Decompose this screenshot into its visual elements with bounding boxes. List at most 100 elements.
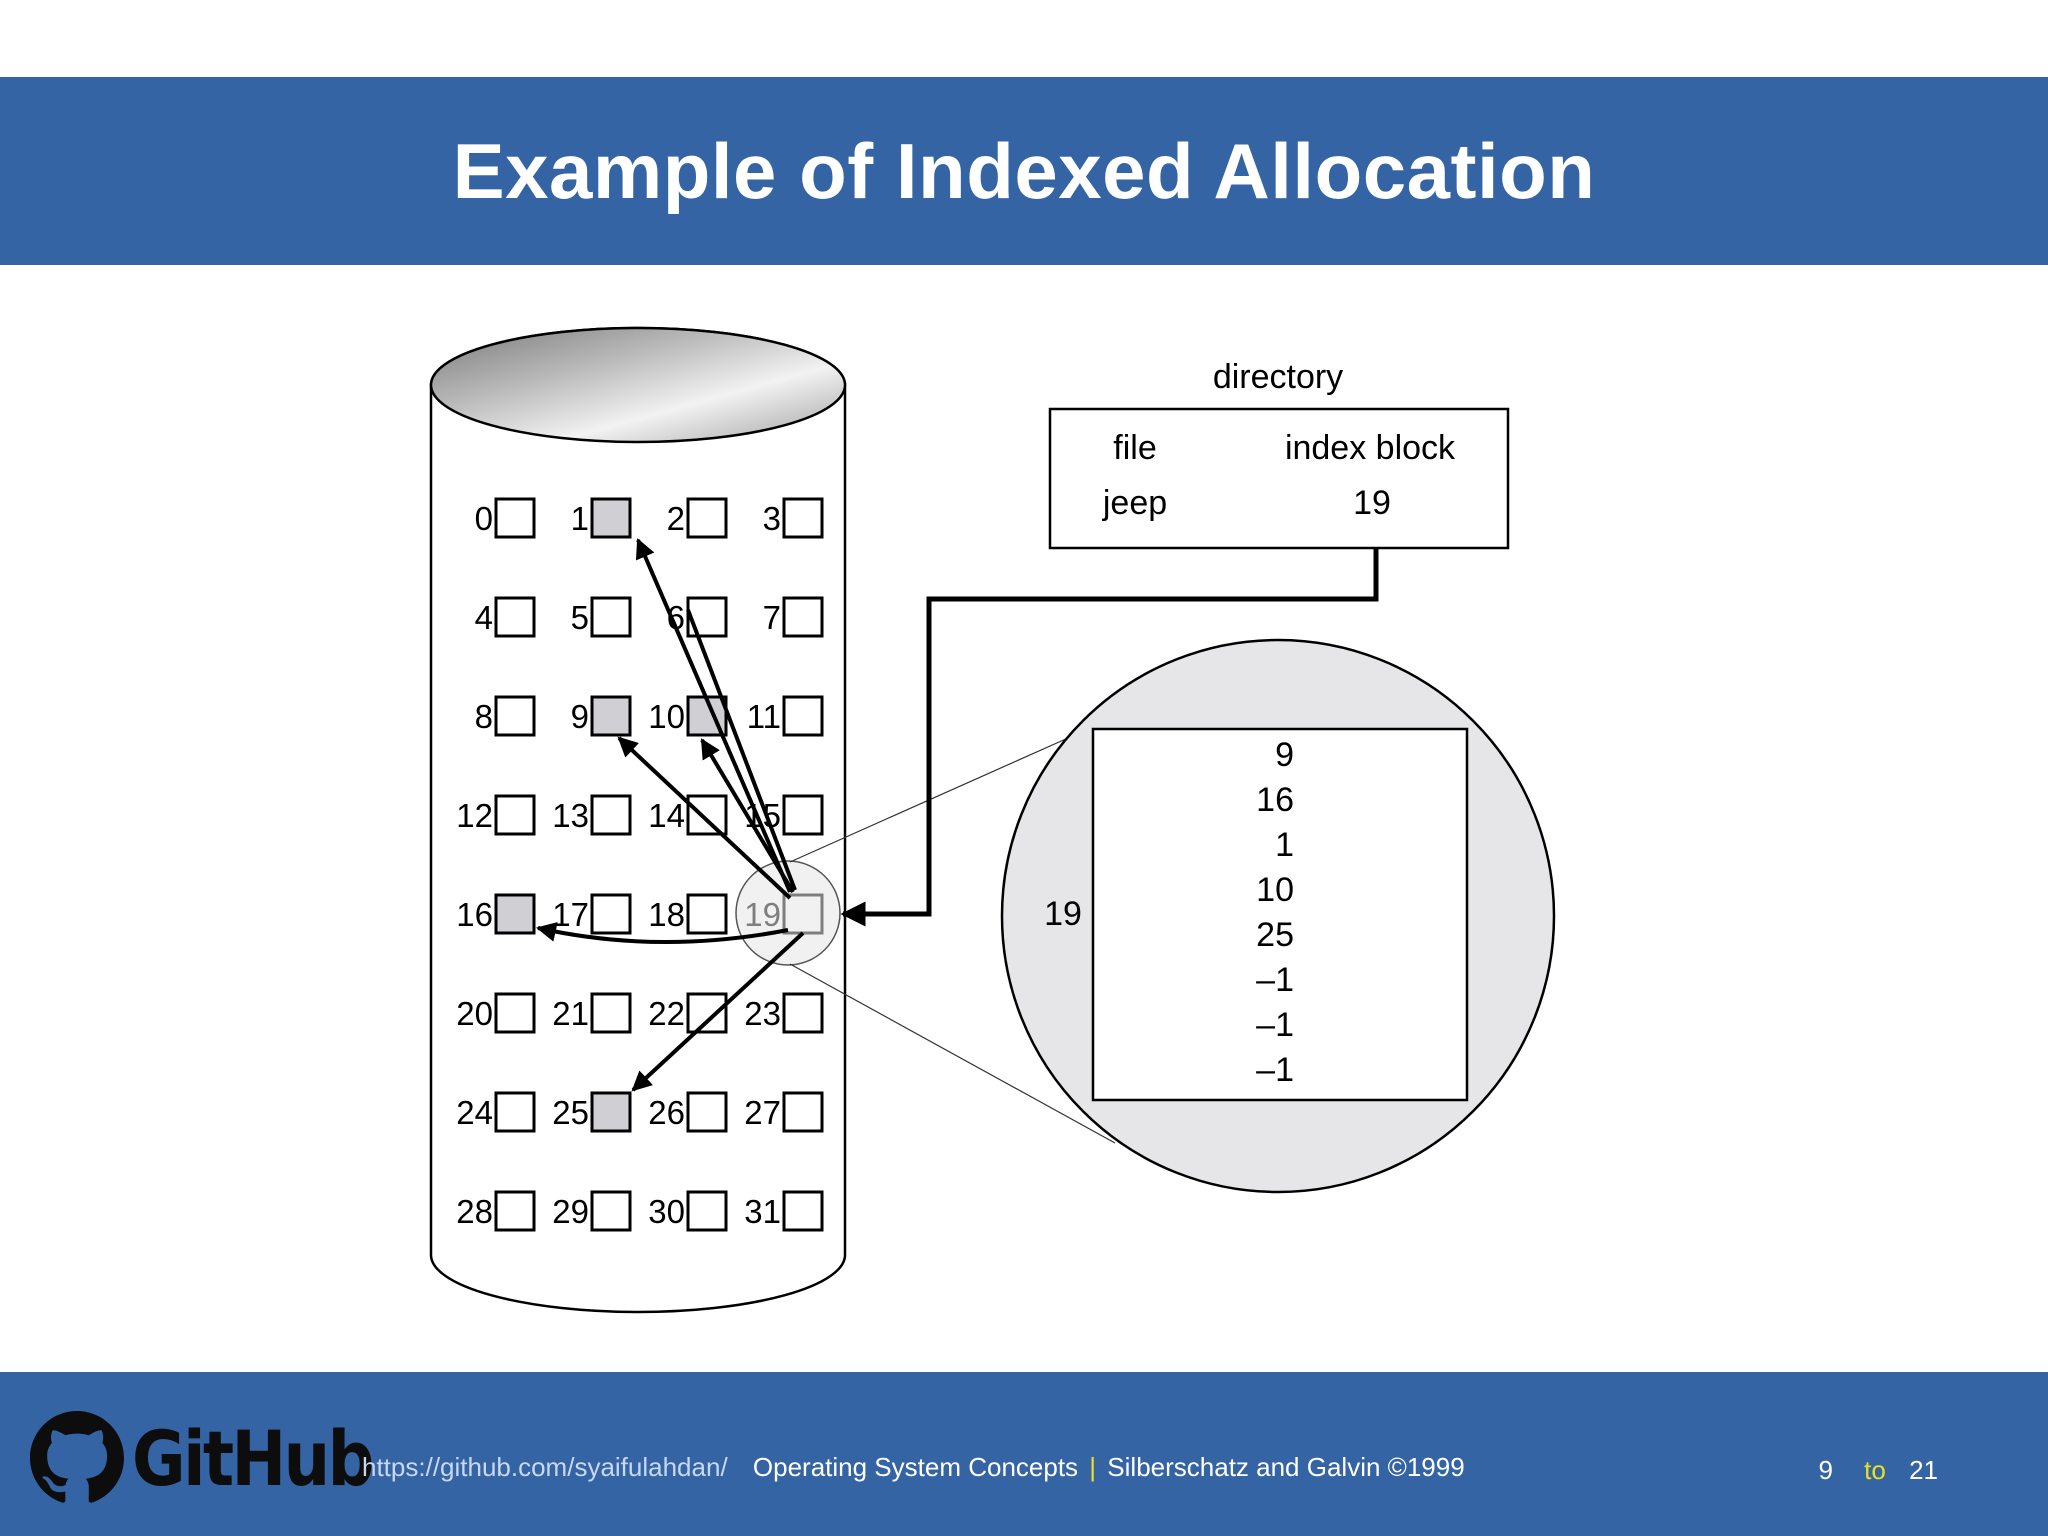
disk-block-box — [782, 497, 824, 539]
disk-block-2: 2 — [667, 497, 728, 539]
footer-separator: | — [1089, 1452, 1097, 1482]
disk-block-box — [494, 794, 536, 836]
arrow-to-block-9 — [617, 736, 792, 900]
disk-block-number: 5 — [571, 599, 589, 636]
disk-block-1: 1 — [571, 497, 632, 539]
index-entry: 25 — [1256, 916, 1294, 954]
disk-block-number: 16 — [456, 896, 493, 933]
disk-block-9: 9 — [571, 695, 632, 737]
disk-block-number: 29 — [552, 1193, 589, 1230]
disk-block-6: 6 — [667, 596, 728, 638]
disk-block-number: 27 — [744, 1094, 781, 1131]
github-octocat-icon — [30, 1411, 124, 1503]
disk-block-box — [782, 1190, 824, 1232]
disk-block-box — [782, 695, 824, 737]
disk-block-number: 28 — [456, 1193, 493, 1230]
page-indicator: 9 to 21 — [1818, 1455, 1938, 1486]
disk-block-number: 2 — [667, 500, 685, 537]
disk-block-box — [590, 794, 632, 836]
disk-block-box — [590, 695, 632, 737]
disk-block-23: 23 — [744, 992, 824, 1034]
disk-block-box — [590, 893, 632, 935]
disk-block-number: 23 — [744, 995, 781, 1032]
disk-block-22: 22 — [648, 992, 728, 1034]
arrow-to-block-16 — [536, 922, 789, 944]
disk-block-number: 20 — [456, 995, 493, 1032]
arrow-pass-line — [686, 609, 797, 891]
disk-block-number: 24 — [456, 1094, 493, 1131]
footer-course: Operating System Concepts — [752, 1452, 1079, 1482]
github-logo[interactable]: GitHub — [30, 1411, 411, 1504]
disk-block-8: 8 — [475, 695, 536, 737]
disk-block-number: 22 — [648, 995, 685, 1032]
disk-block-number: 13 — [552, 797, 589, 834]
disk-block-4: 4 — [475, 596, 536, 638]
index-entry: –1 — [1256, 1006, 1294, 1044]
disk-block-24: 24 — [456, 1091, 536, 1133]
disk-block-number: 17 — [552, 896, 589, 933]
zoom-line-bottom — [789, 963, 1116, 1144]
disk-block-box — [686, 1190, 728, 1232]
footer-url-link[interactable]: https://github.com/syaifulahdan/ — [362, 1452, 728, 1482]
footer-caption: https://github.com/syaifulahdan/ Operati… — [362, 1452, 1465, 1483]
github-wordmark: GitHub — [132, 1413, 374, 1503]
disk-block-5: 5 — [571, 596, 632, 638]
disk-block-number: 18 — [648, 896, 685, 933]
arrow-to-block-25 — [631, 931, 805, 1092]
disk-block-box — [590, 596, 632, 638]
disk-top-cap — [429, 326, 847, 444]
diagram-canvas: 0123456789101112131415161718192021222324… — [429, 326, 1556, 1314]
disk-block-14: 14 — [648, 794, 728, 836]
page-to-label: to — [1864, 1455, 1886, 1485]
disk-block-27: 27 — [744, 1091, 824, 1133]
disk-block-box — [782, 1091, 824, 1133]
directory-header-index: index block — [1285, 429, 1456, 467]
index-entry: 16 — [1256, 781, 1294, 819]
disk-block-20: 20 — [456, 992, 536, 1034]
disk-cylinder — [429, 326, 847, 1314]
disk-block-31: 31 — [744, 1190, 824, 1232]
arrow-to-block-1 — [635, 538, 792, 893]
disk-block-30: 30 — [648, 1190, 728, 1232]
disk-block-number: 8 — [475, 698, 493, 735]
disk-block-box — [494, 596, 536, 638]
index-entry: 1 — [1275, 826, 1294, 864]
disk-block-number: 21 — [552, 995, 589, 1032]
disk-block-number: 4 — [475, 599, 493, 636]
disk-block-box — [494, 1091, 536, 1133]
disk-block-box — [590, 1190, 632, 1232]
footer-bar: GitHub — [0, 1372, 2048, 1536]
block-19-highlight — [735, 860, 841, 966]
disk-block-13: 13 — [552, 794, 632, 836]
directory-row-index: 19 — [1353, 484, 1391, 522]
index-block-box — [1091, 727, 1469, 1102]
disk-block-box — [494, 992, 536, 1034]
directory-row-file: jeep — [1102, 484, 1167, 522]
disk-block-box — [686, 497, 728, 539]
disk-block-box — [494, 695, 536, 737]
disk-block-number: 7 — [763, 599, 781, 636]
disk-block-number: 1 — [571, 500, 589, 537]
disk-block-box — [590, 497, 632, 539]
disk-block-12: 12 — [456, 794, 536, 836]
footer-credit: Silberschatz and Galvin ©1999 — [1107, 1452, 1465, 1482]
index-block-label: 19 — [1044, 895, 1082, 933]
disk-block-17: 17 — [552, 893, 632, 935]
directory-table — [1048, 407, 1510, 550]
disk-block-0: 0 — [475, 497, 536, 539]
disk-block-7: 7 — [763, 596, 824, 638]
disk-block-25: 25 — [552, 1091, 632, 1133]
disk-block-box — [590, 992, 632, 1034]
disk-block-box — [494, 497, 536, 539]
disk-block-number: 3 — [763, 500, 781, 537]
directory-header-file: file — [1113, 429, 1156, 467]
disk-block-number: 25 — [552, 1094, 589, 1131]
disk-block-number: 9 — [571, 698, 589, 735]
arrow-to-block-10 — [700, 738, 795, 894]
disk-block-number: 0 — [475, 500, 493, 537]
disk-block-18: 18 — [648, 893, 728, 935]
index-entry: –1 — [1256, 1051, 1294, 1089]
disk-block-number: 14 — [648, 797, 685, 834]
disk-block-number: 31 — [744, 1193, 781, 1230]
